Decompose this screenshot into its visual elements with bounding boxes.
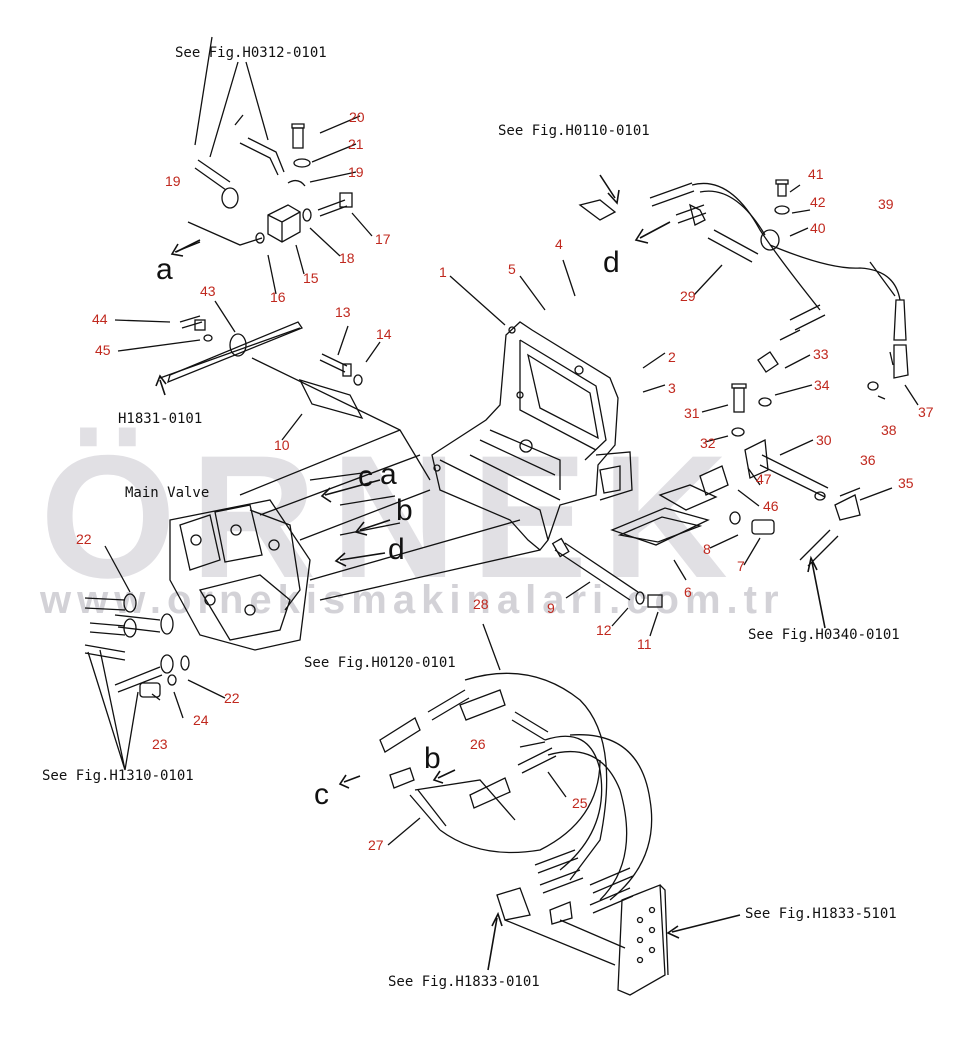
part-number[interactable]: 46 [763,498,779,514]
part-number[interactable]: 31 [684,405,700,421]
part-number[interactable]: 17 [375,231,391,247]
part-number[interactable]: 27 [368,837,384,853]
ref-h0312[interactable]: See Fig.H0312-0101 [175,45,327,61]
part-number[interactable]: 23 [152,736,168,752]
part-number[interactable]: 24 [193,712,209,728]
connection-letter-b: b [424,742,441,775]
part-number[interactable]: 22 [224,690,240,706]
part-number[interactable]: 47 [756,471,772,487]
connection-letter-d: d [603,246,620,279]
part-number[interactable]: 15 [303,270,319,286]
part-number[interactable]: 37 [918,404,934,420]
part-number[interactable]: 36 [860,452,876,468]
part-number[interactable]: 9 [547,600,555,616]
part-number[interactable]: 11 [637,636,652,652]
connection-letter-b: b [396,494,413,527]
ref-h1833-0101[interactable]: See Fig.H1833-0101 [388,974,540,990]
ref-h0120[interactable]: See Fig.H0120-0101 [304,655,456,671]
ref-main-valve: Main Valve [125,485,210,501]
part-number[interactable]: 22 [76,531,92,547]
part-number[interactable]: 39 [878,196,894,212]
part-number[interactable]: 6 [684,584,692,600]
ref-h1310[interactable]: See Fig.H1310-0101 [42,768,194,784]
part-number[interactable]: 19 [165,173,181,189]
part-number[interactable]: 38 [881,422,897,438]
part-number[interactable]: 2 [668,349,676,365]
main-valve-body [169,499,311,651]
part-number[interactable]: 3 [668,380,676,396]
part-number[interactable]: 28 [473,596,489,612]
part-number[interactable]: 42 [810,194,826,210]
connection-letter-d: d [388,533,405,566]
connection-letter-a: a [380,458,397,491]
ref-h0110[interactable]: See Fig.H0110-0101 [498,123,650,139]
valve-block-assembly [174,36,353,253]
part-number[interactable]: 13 [335,304,351,320]
part-number[interactable]: 32 [700,435,716,451]
part-number[interactable]: 20 [349,109,365,125]
part-number[interactable]: 35 [898,475,914,491]
part-number[interactable]: 10 [274,437,290,453]
part-number[interactable]: 14 [376,326,392,342]
part-number[interactable]: 30 [816,432,832,448]
ref-h1833-5101[interactable]: See Fig.H1833-5101 [745,906,897,922]
part-number[interactable]: 21 [348,136,364,152]
watermark-url: www.ornekismakinalari.com.tr [40,578,785,622]
main-frame [431,321,633,551]
part-number[interactable]: 18 [339,250,355,266]
part-number[interactable]: 44 [92,311,108,327]
part-number[interactable]: 16 [270,289,286,305]
part-number[interactable]: 34 [814,377,830,393]
part-number[interactable]: 33 [813,346,829,362]
part-number[interactable]: 4 [555,236,563,252]
part-number[interactable]: 7 [737,558,745,574]
ref-h0340[interactable]: See Fig.H0340-0101 [748,627,900,643]
part-number[interactable]: 40 [810,220,826,236]
part-number[interactable]: 8 [703,541,711,557]
connection-letter-a: a [156,253,173,286]
part-number[interactable]: 45 [95,342,111,358]
connection-letter-c: c [314,778,329,811]
part-number[interactable]: 5 [508,261,516,277]
part-number[interactable]: 19 [348,164,364,180]
part-number[interactable]: 43 [200,283,216,299]
part-number[interactable]: 29 [680,288,696,304]
part-number[interactable]: 25 [572,795,588,811]
part-number[interactable]: 1 [439,264,447,280]
part-number[interactable]: 12 [596,622,612,638]
ref-h1831[interactable]: H1831-0101 [118,411,203,427]
part-number[interactable]: 41 [808,166,824,182]
part-number[interactable]: 26 [470,736,486,752]
connection-letter-c: c [358,460,373,493]
